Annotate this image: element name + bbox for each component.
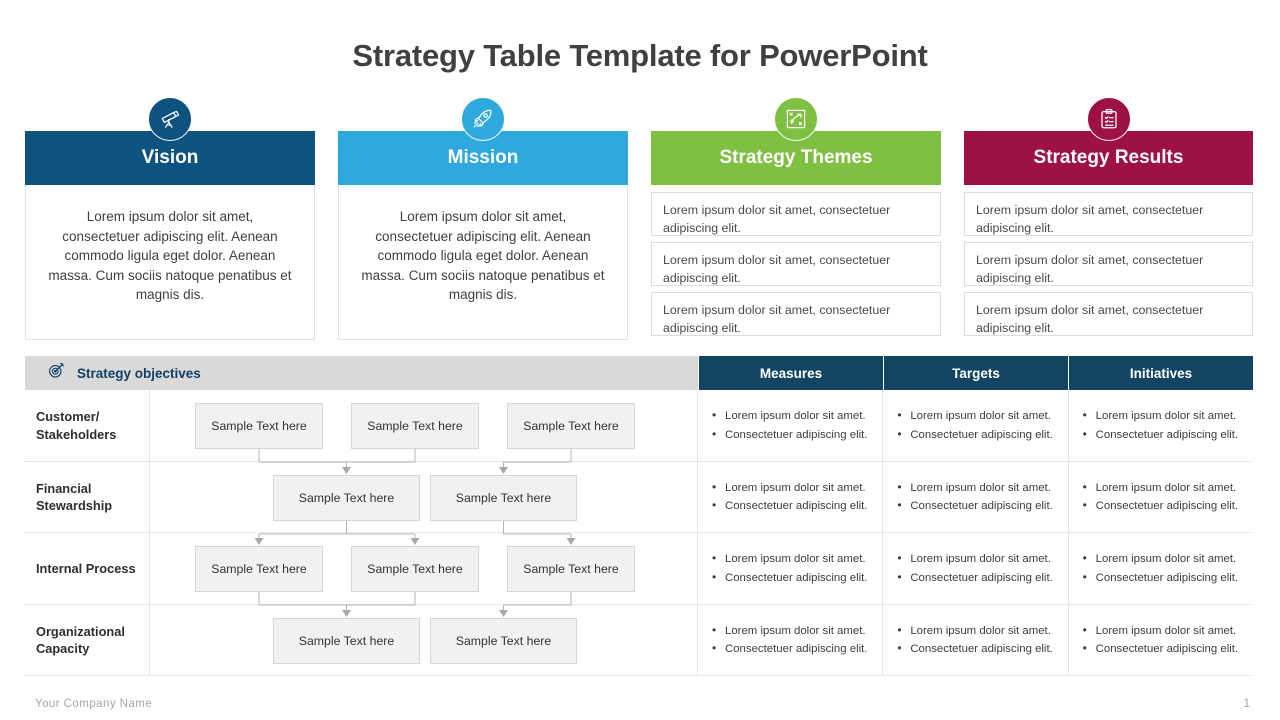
flow-box[interactable]: Sample Text here [195,403,323,449]
bullet-item: Lorem ipsum dolor sit amet. [1083,549,1253,569]
bullet-item: Lorem ipsum dolor sit amet. [897,406,1067,426]
panel-header-vision: Vision [25,97,315,185]
flow-box[interactable]: Sample Text here [430,618,577,664]
row-label: Internal Process [25,533,150,605]
column-header-measures: Measures [698,356,883,390]
bullet-item: Consectetuer adipiscing elit. [1083,496,1253,516]
panel-header-themes: Strategy Themes [651,97,941,185]
bullets-initiatives: Lorem ipsum dolor sit amet.Consectetuer … [1068,390,1253,462]
bullet-item: Consectetuer adipiscing elit. [897,424,1067,444]
flow-box[interactable]: Sample Text here [430,475,577,521]
panel-box[interactable]: Lorem ipsum dolor sit amet, consectetuer… [964,242,1253,286]
strategy-playbook-icon [774,97,818,141]
panel-box[interactable]: Lorem ipsum dolor sit amet, consectetuer… [964,192,1253,236]
bullet-item: Consectetuer adipiscing elit. [712,639,882,659]
bullets-initiatives: Lorem ipsum dolor sit amet.Consectetuer … [1068,605,1253,676]
panel-header-results: Strategy Results [964,97,1253,185]
bullet-item: Consectetuer adipiscing elit. [897,496,1067,516]
flow-box[interactable]: Sample Text here [351,546,479,592]
target-icon [47,361,66,385]
panel-header-mission: Mission [338,97,628,185]
bullet-item: Lorem ipsum dolor sit amet. [1083,406,1253,426]
bullet-item: Consectetuer adipiscing elit. [712,424,882,444]
flow-box[interactable]: Sample Text here [507,546,635,592]
bullet-item: Lorem ipsum dolor sit amet. [712,406,882,426]
bullet-item: Lorem ipsum dolor sit amet. [712,478,882,498]
bullet-item: Lorem ipsum dolor sit amet. [897,478,1067,498]
bullets-targets: Lorem ipsum dolor sit amet.Consectetuer … [883,605,1069,676]
page-title: Strategy Table Template for PowerPoint [352,38,928,73]
flow-box[interactable]: Sample Text here [351,403,479,449]
bullet-item: Lorem ipsum dolor sit amet. [897,549,1067,569]
bullet-item: Consectetuer adipiscing elit. [1083,424,1253,444]
panel-body-vision: Lorem ipsum dolor sit amet, consectetuer… [25,185,315,340]
bullet-item: Lorem ipsum dolor sit amet. [712,621,882,641]
panel-box[interactable]: Lorem ipsum dolor sit amet, consectetuer… [964,292,1253,336]
telescope-icon [148,97,192,141]
panel-label-mission: Mission [447,147,519,168]
bullets-initiatives: Lorem ipsum dolor sit amet.Consectetuer … [1068,462,1253,533]
bullet-item: Consectetuer adipiscing elit. [1083,639,1253,659]
row-label: Financial Stewardship [25,462,150,533]
flow-cell: Sample Text here Sample Text here Sample T… [150,390,698,462]
panel-box-list-results: Lorem ipsum dolor sit amet, consectetuer… [964,192,1253,336]
panel-box[interactable]: Lorem ipsum dolor sit amet, consectetuer… [651,292,941,336]
panel-label-vision: Vision [141,147,199,168]
panel-body-mission: Lorem ipsum dolor sit amet, consectetuer… [338,185,628,340]
bullets-initiatives: Lorem ipsum dolor sit amet.Consectetuer … [1068,533,1253,605]
panel-box[interactable]: Lorem ipsum dolor sit amet, consectetuer… [651,242,941,286]
strategy-table: Strategy objectives Measures Targets Ini… [25,356,1253,676]
clipboard-icon [1086,97,1131,141]
table-header-row: Strategy objectives Measures Targets Ini… [25,356,1253,390]
flow-box[interactable]: Sample Text here [273,618,420,664]
bullets-targets: Lorem ipsum dolor sit amet.Consectetuer … [883,462,1069,533]
bullet-item: Consectetuer adipiscing elit. [897,639,1067,659]
row-label: Organizational Capacity [25,605,150,676]
panel-label-results: Strategy Results [1033,147,1184,168]
panel-box-list-themes: Lorem ipsum dolor sit amet, consectetuer… [651,192,941,336]
footer-company-name: Your Company Name [35,697,153,710]
panel-label-themes: Strategy Themes [719,147,873,168]
flow-box[interactable]: Sample Text here [273,475,420,521]
bullet-item: Consectetuer adipiscing elit. [712,567,882,587]
bullets-measures: Lorem ipsum dolor sit amet.Consectetuer … [698,533,884,605]
panel-box[interactable]: Lorem ipsum dolor sit amet, consectetuer… [651,192,941,236]
strategy-objectives-header: Strategy objectives [25,356,698,390]
strategy-objectives-label: Strategy objectives [77,365,201,381]
bullets-targets: Lorem ipsum dolor sit amet.Consectetuer … [883,533,1069,605]
bullet-item: Lorem ipsum dolor sit amet. [712,549,882,569]
column-header-targets: Targets [883,356,1068,390]
bullet-item: Lorem ipsum dolor sit amet. [1083,478,1253,498]
column-header-initiatives: Initiatives [1068,356,1253,390]
bullet-item: Consectetuer adipiscing elit. [1083,567,1253,587]
flow-box[interactable]: Sample Text here [195,546,323,592]
flow-cell: Sample Text here Sample Text here Sample T… [150,533,698,605]
bullet-item: Consectetuer adipiscing elit. [712,496,882,516]
bullet-item: Lorem ipsum dolor sit amet. [1083,621,1253,641]
bullets-measures: Lorem ipsum dolor sit amet.Consectetuer … [698,605,884,676]
footer-page-number: 1 [1243,697,1250,710]
flow-box[interactable]: Sample Text here [507,403,635,449]
bullets-measures: Lorem ipsum dolor sit amet.Consectetuer … [698,390,884,462]
row-label: Customer/ Stakeholders [25,390,150,462]
rocket-icon [461,97,505,141]
bullets-targets: Lorem ipsum dolor sit amet.Consectetuer … [883,390,1069,462]
bullets-measures: Lorem ipsum dolor sit amet.Consectetuer … [698,462,884,533]
bullet-item: Lorem ipsum dolor sit amet. [897,621,1067,641]
bullet-item: Consectetuer adipiscing elit. [897,567,1067,587]
